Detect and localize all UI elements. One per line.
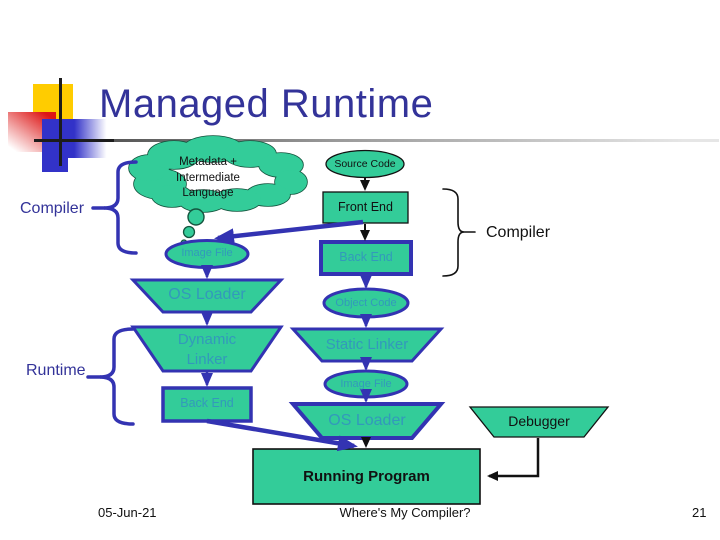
os-loader-managed-trapezoid bbox=[129, 278, 285, 314]
source-code-ellipse bbox=[325, 149, 405, 179]
object-code-label: Object Code bbox=[335, 297, 397, 309]
page-title: Managed Runtime bbox=[99, 82, 434, 126]
static-linker-trapezoid bbox=[289, 327, 445, 363]
os-loader-static-trapezoid bbox=[288, 402, 446, 440]
cloud-label: Metadata + Intermediate Language bbox=[176, 156, 240, 200]
os-loader-managed-label: OS Loader bbox=[168, 286, 246, 303]
footer-question: Where's My Compiler? bbox=[339, 505, 471, 520]
compiler-left-brace-label: Compiler bbox=[20, 200, 85, 217]
debugger-label: Debugger bbox=[508, 413, 570, 429]
static-linker-label: Static Linker bbox=[325, 336, 409, 353]
runtime-brace bbox=[86, 327, 135, 426]
arrow-debugger-to-running bbox=[487, 438, 540, 481]
arrow-backend-to-running bbox=[206, 418, 358, 452]
compiler-right-brace-label: Compiler bbox=[486, 224, 551, 241]
dynamic-linker-trapezoid bbox=[130, 325, 284, 373]
front-end-label: Front End bbox=[338, 200, 393, 214]
thought-bubble-2 bbox=[182, 225, 196, 239]
dynamic-linker-label: Dynamic Linker bbox=[177, 331, 237, 368]
source-code-label: Source Code bbox=[334, 158, 396, 170]
image-file-managed-label: Image File bbox=[181, 247, 233, 259]
footer-date: 05-Jun-21 bbox=[98, 505, 157, 520]
arrow-frontend-to-imagefile-managed bbox=[214, 219, 364, 245]
front-end-box bbox=[322, 191, 409, 224]
compiler-left-brace bbox=[91, 160, 138, 255]
back-end-compile-label: Back End bbox=[339, 250, 393, 264]
thought-bubble-1 bbox=[187, 208, 205, 226]
running-program-box bbox=[252, 448, 481, 505]
runtime-brace-label: Runtime bbox=[26, 362, 86, 379]
title-rule bbox=[25, 139, 719, 142]
logo-blue-square bbox=[42, 119, 112, 158]
debugger-trapezoid bbox=[468, 406, 610, 438]
compiler-right-brace bbox=[442, 188, 476, 277]
cloud-shape bbox=[128, 135, 308, 247]
back-end-runtime-label: Back End bbox=[180, 396, 234, 410]
footer-page-number: 21 bbox=[692, 505, 707, 520]
image-file-static-label: Image File bbox=[340, 378, 392, 390]
back-end-compile-box bbox=[319, 240, 413, 276]
running-program-label: Running Program bbox=[303, 468, 430, 485]
os-loader-static-label: OS Loader bbox=[328, 412, 406, 429]
logo-horizontal-line bbox=[34, 139, 114, 142]
logo-vertical-line bbox=[59, 78, 62, 166]
